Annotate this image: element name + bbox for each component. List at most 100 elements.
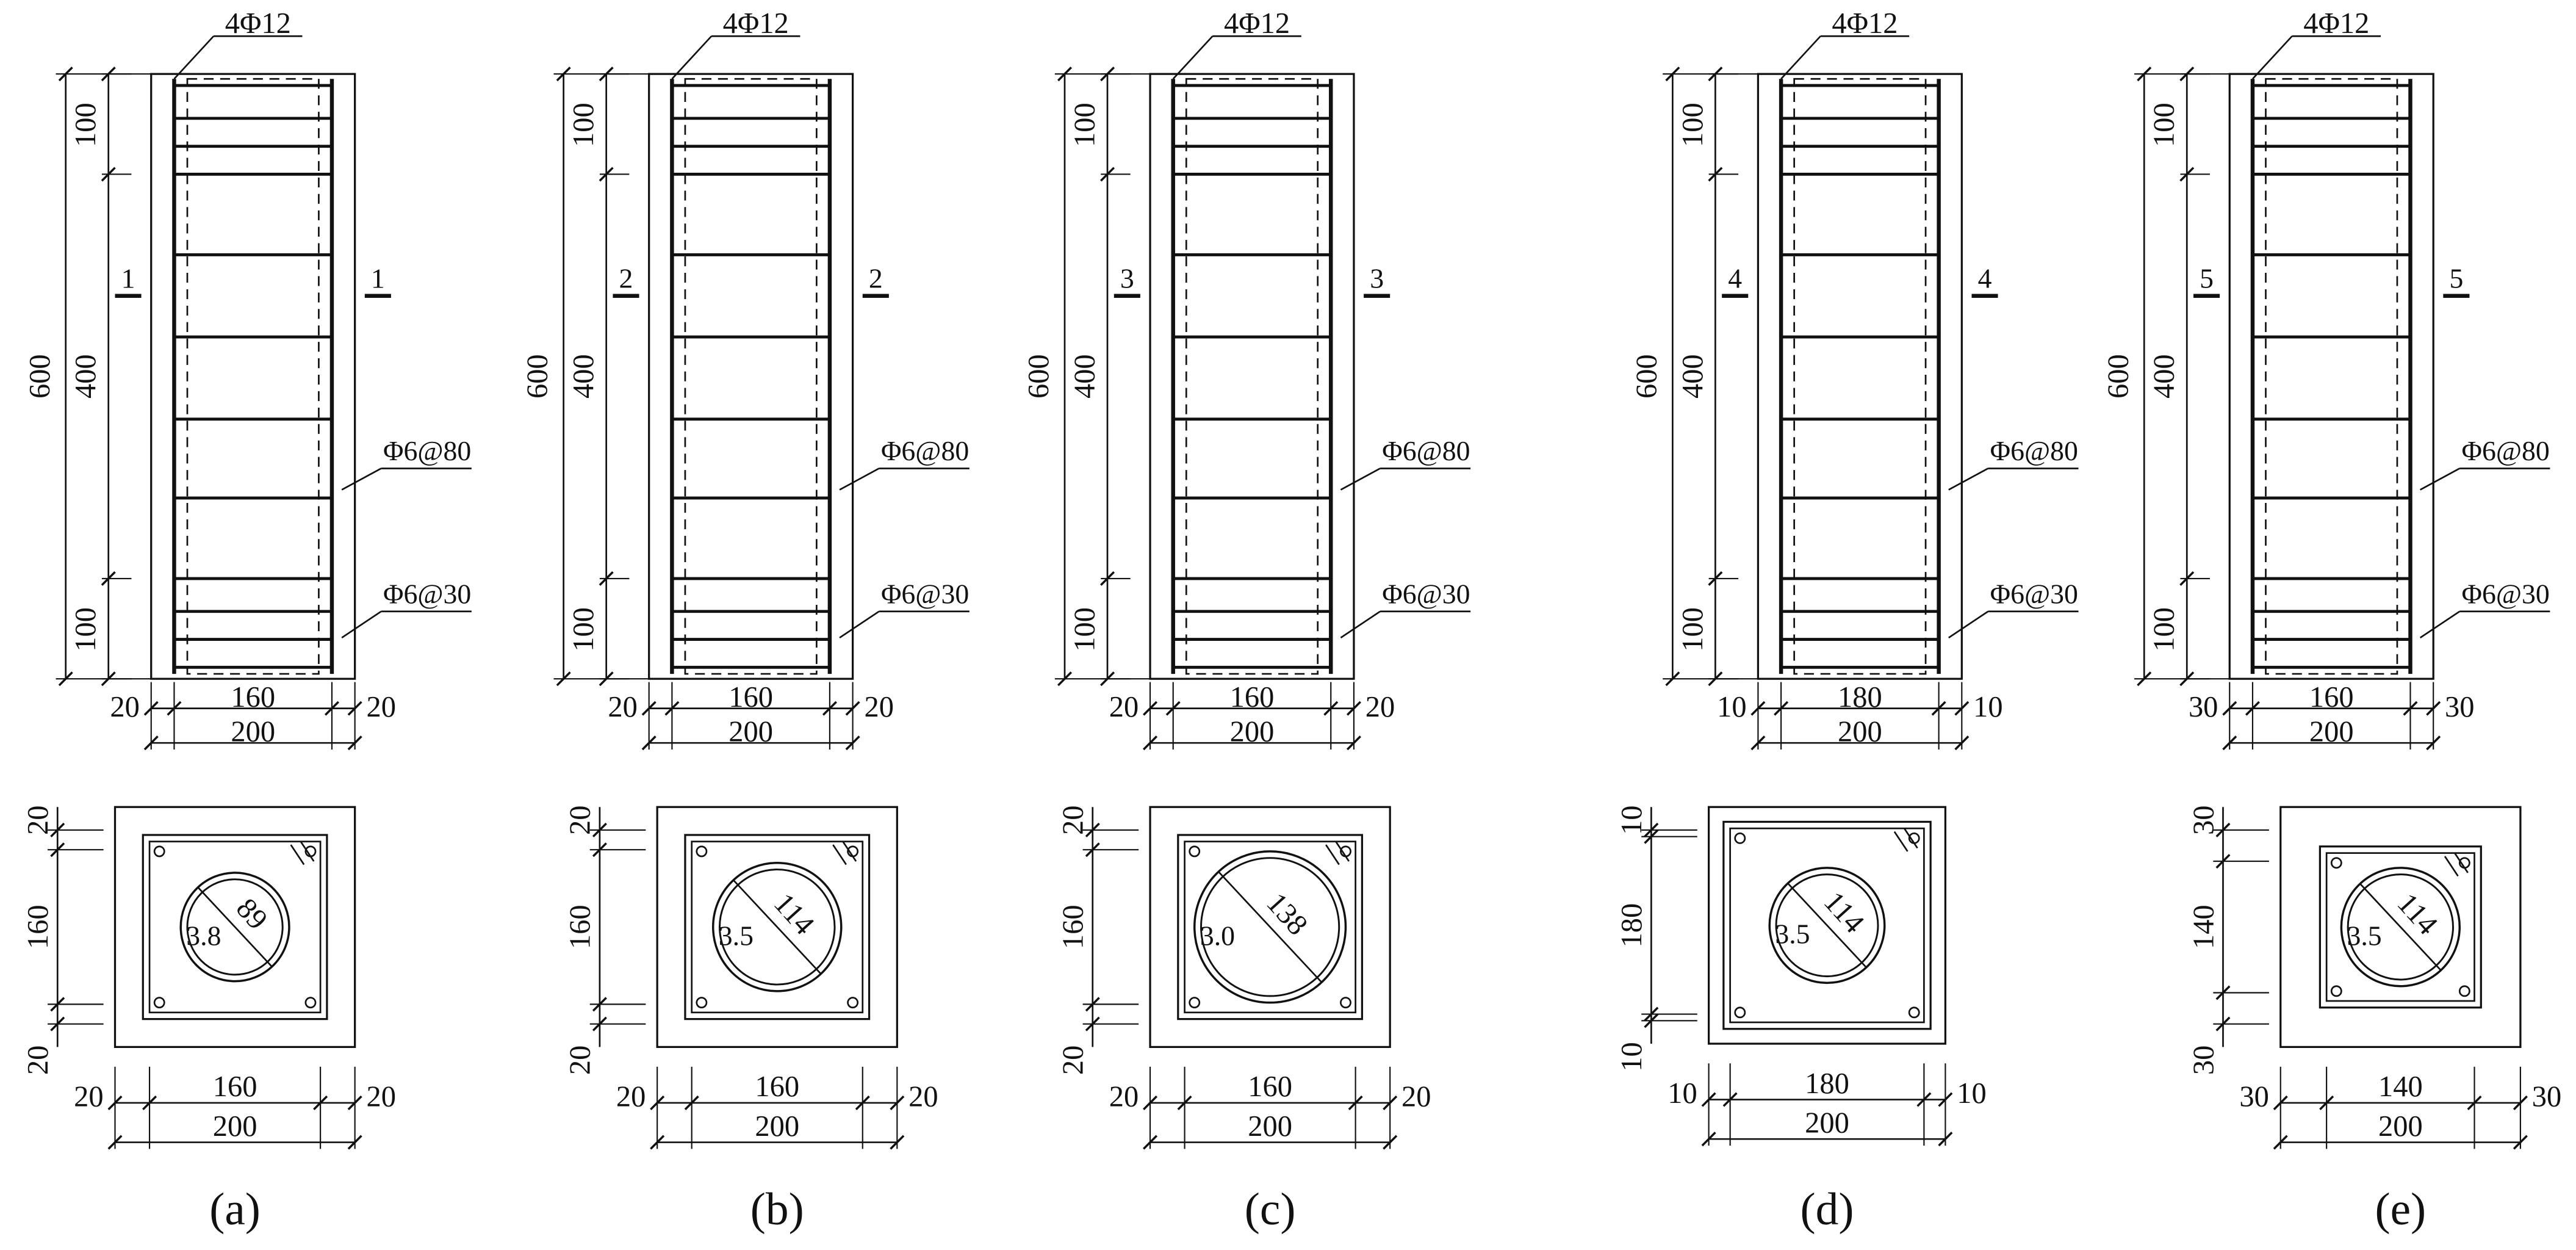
sec-core-horizontal: 160 bbox=[755, 1071, 799, 1103]
steel-tube-inner bbox=[186, 878, 284, 976]
dim-cover-right: 30 bbox=[2445, 691, 2474, 723]
leader-line bbox=[1340, 468, 1381, 491]
tube-diameter-label: 138 bbox=[1260, 887, 1314, 941]
leader-line bbox=[839, 610, 880, 638]
dim-mid-zone: 400 bbox=[567, 354, 600, 399]
dim-bottom-zone: 100 bbox=[70, 607, 102, 652]
sec-cover-top: 20 bbox=[564, 806, 597, 835]
steel-tube-hidden bbox=[2265, 78, 2398, 675]
corner-bar bbox=[153, 845, 165, 858]
dimension-tick bbox=[1750, 735, 1766, 751]
stirrup-outer bbox=[1722, 820, 1932, 1030]
tube-thickness-label: 3.0 bbox=[1200, 920, 1235, 951]
dim-cover-right: 20 bbox=[864, 691, 893, 723]
dimension-tick bbox=[890, 1135, 905, 1150]
sec-width: 200 bbox=[213, 1110, 257, 1143]
sec-width: 200 bbox=[1248, 1110, 1292, 1143]
dimension-tick bbox=[2513, 1135, 2528, 1150]
dimension-tick bbox=[143, 735, 159, 751]
corner-bar bbox=[1340, 997, 1351, 1009]
section-outline bbox=[2279, 806, 2522, 1048]
sec-cover-bottom: 20 bbox=[1057, 1046, 1090, 1075]
diameter-line bbox=[2359, 883, 2442, 971]
sec-cover-bottom: 30 bbox=[2187, 1046, 2220, 1075]
section-outline bbox=[113, 806, 356, 1048]
top-rebar-label: 4Φ12 bbox=[2303, 7, 2369, 40]
dim-top-zone: 100 bbox=[567, 103, 600, 147]
corner-bar bbox=[304, 997, 317, 1009]
dimension-tick bbox=[347, 1135, 362, 1150]
column-outline bbox=[150, 73, 356, 680]
stirrup-hook bbox=[1893, 831, 1909, 852]
tube-thickness-label: 3.5 bbox=[2347, 920, 2381, 951]
stirrup-hook bbox=[1325, 844, 1340, 865]
sec-cover-left: 10 bbox=[1668, 1077, 1697, 1110]
stirrup-end-label: Φ6@30 bbox=[383, 578, 471, 609]
column-outline bbox=[2228, 73, 2434, 680]
top-rebar-label: 4Φ12 bbox=[723, 7, 789, 40]
steel-tube-hidden bbox=[1793, 78, 1927, 675]
leader-line bbox=[1948, 468, 1989, 491]
sec-cover-left: 20 bbox=[616, 1080, 646, 1113]
stirrup-hook bbox=[842, 841, 857, 862]
tube-thickness-label: 3.5 bbox=[719, 920, 754, 951]
sec-width: 200 bbox=[755, 1110, 799, 1143]
corner-bar bbox=[1734, 1006, 1746, 1019]
leader-line bbox=[1340, 610, 1381, 638]
dim-cover-right: 10 bbox=[1973, 691, 2002, 723]
sec-width: 200 bbox=[1805, 1107, 1849, 1139]
stirrup-hook bbox=[1335, 841, 1350, 862]
leader-line bbox=[2420, 468, 2460, 491]
sec-cover-top: 20 bbox=[22, 806, 54, 835]
diameter-line bbox=[733, 880, 822, 975]
section-mark-right: 3 bbox=[1370, 262, 1384, 294]
dim-bottom-zone: 100 bbox=[567, 607, 600, 652]
tube-diameter-label: 114 bbox=[768, 887, 821, 941]
dim-top-zone: 100 bbox=[70, 103, 102, 147]
sec-cover-bottom: 10 bbox=[1616, 1042, 1648, 1071]
sec-core-vertical: 160 bbox=[564, 905, 597, 949]
dimension-tick bbox=[2426, 735, 2441, 751]
stirrup-mid-label: Φ6@80 bbox=[383, 435, 471, 466]
sec-cover-left: 20 bbox=[1109, 1080, 1139, 1113]
section-mark-left: 2 bbox=[619, 262, 633, 294]
stirrup-hook bbox=[2454, 852, 2469, 873]
dim-mid-zone: 400 bbox=[2148, 354, 2181, 399]
dim-width: 200 bbox=[2309, 715, 2354, 748]
sec-core-vertical: 180 bbox=[1616, 903, 1648, 948]
stirrup-outer bbox=[2319, 845, 2482, 1009]
corner-bar bbox=[153, 997, 165, 1009]
stirrup-hook bbox=[290, 844, 305, 865]
stirrup-mid-label: Φ6@80 bbox=[881, 435, 969, 466]
stirrup-hook bbox=[832, 844, 847, 865]
sec-core-horizontal: 160 bbox=[1248, 1071, 1292, 1103]
section-mark-left: 3 bbox=[1120, 262, 1134, 294]
steel-tube-hidden bbox=[1185, 78, 1319, 675]
sec-cover-left: 20 bbox=[74, 1080, 103, 1113]
dim-cover-right: 20 bbox=[1365, 691, 1395, 723]
dimension-tick bbox=[845, 735, 860, 751]
dim-top-zone: 100 bbox=[1068, 103, 1101, 147]
leader-line bbox=[1780, 35, 1821, 80]
dim-cover-left: 20 bbox=[608, 691, 637, 723]
stirrup-mid-label: Φ6@80 bbox=[2462, 435, 2550, 466]
dim-core: 160 bbox=[1230, 681, 1275, 714]
dimension-tick bbox=[1346, 735, 1361, 751]
leader-line bbox=[2419, 610, 2461, 638]
corner-bar bbox=[1189, 997, 1201, 1009]
section-mark-left: 1 bbox=[121, 262, 135, 294]
stirrup-inner bbox=[1729, 827, 1925, 1024]
stirrup-hook bbox=[300, 841, 315, 862]
sec-width: 200 bbox=[2378, 1110, 2423, 1143]
leader-line bbox=[1948, 610, 1989, 638]
sec-cover-bottom: 20 bbox=[564, 1046, 597, 1075]
